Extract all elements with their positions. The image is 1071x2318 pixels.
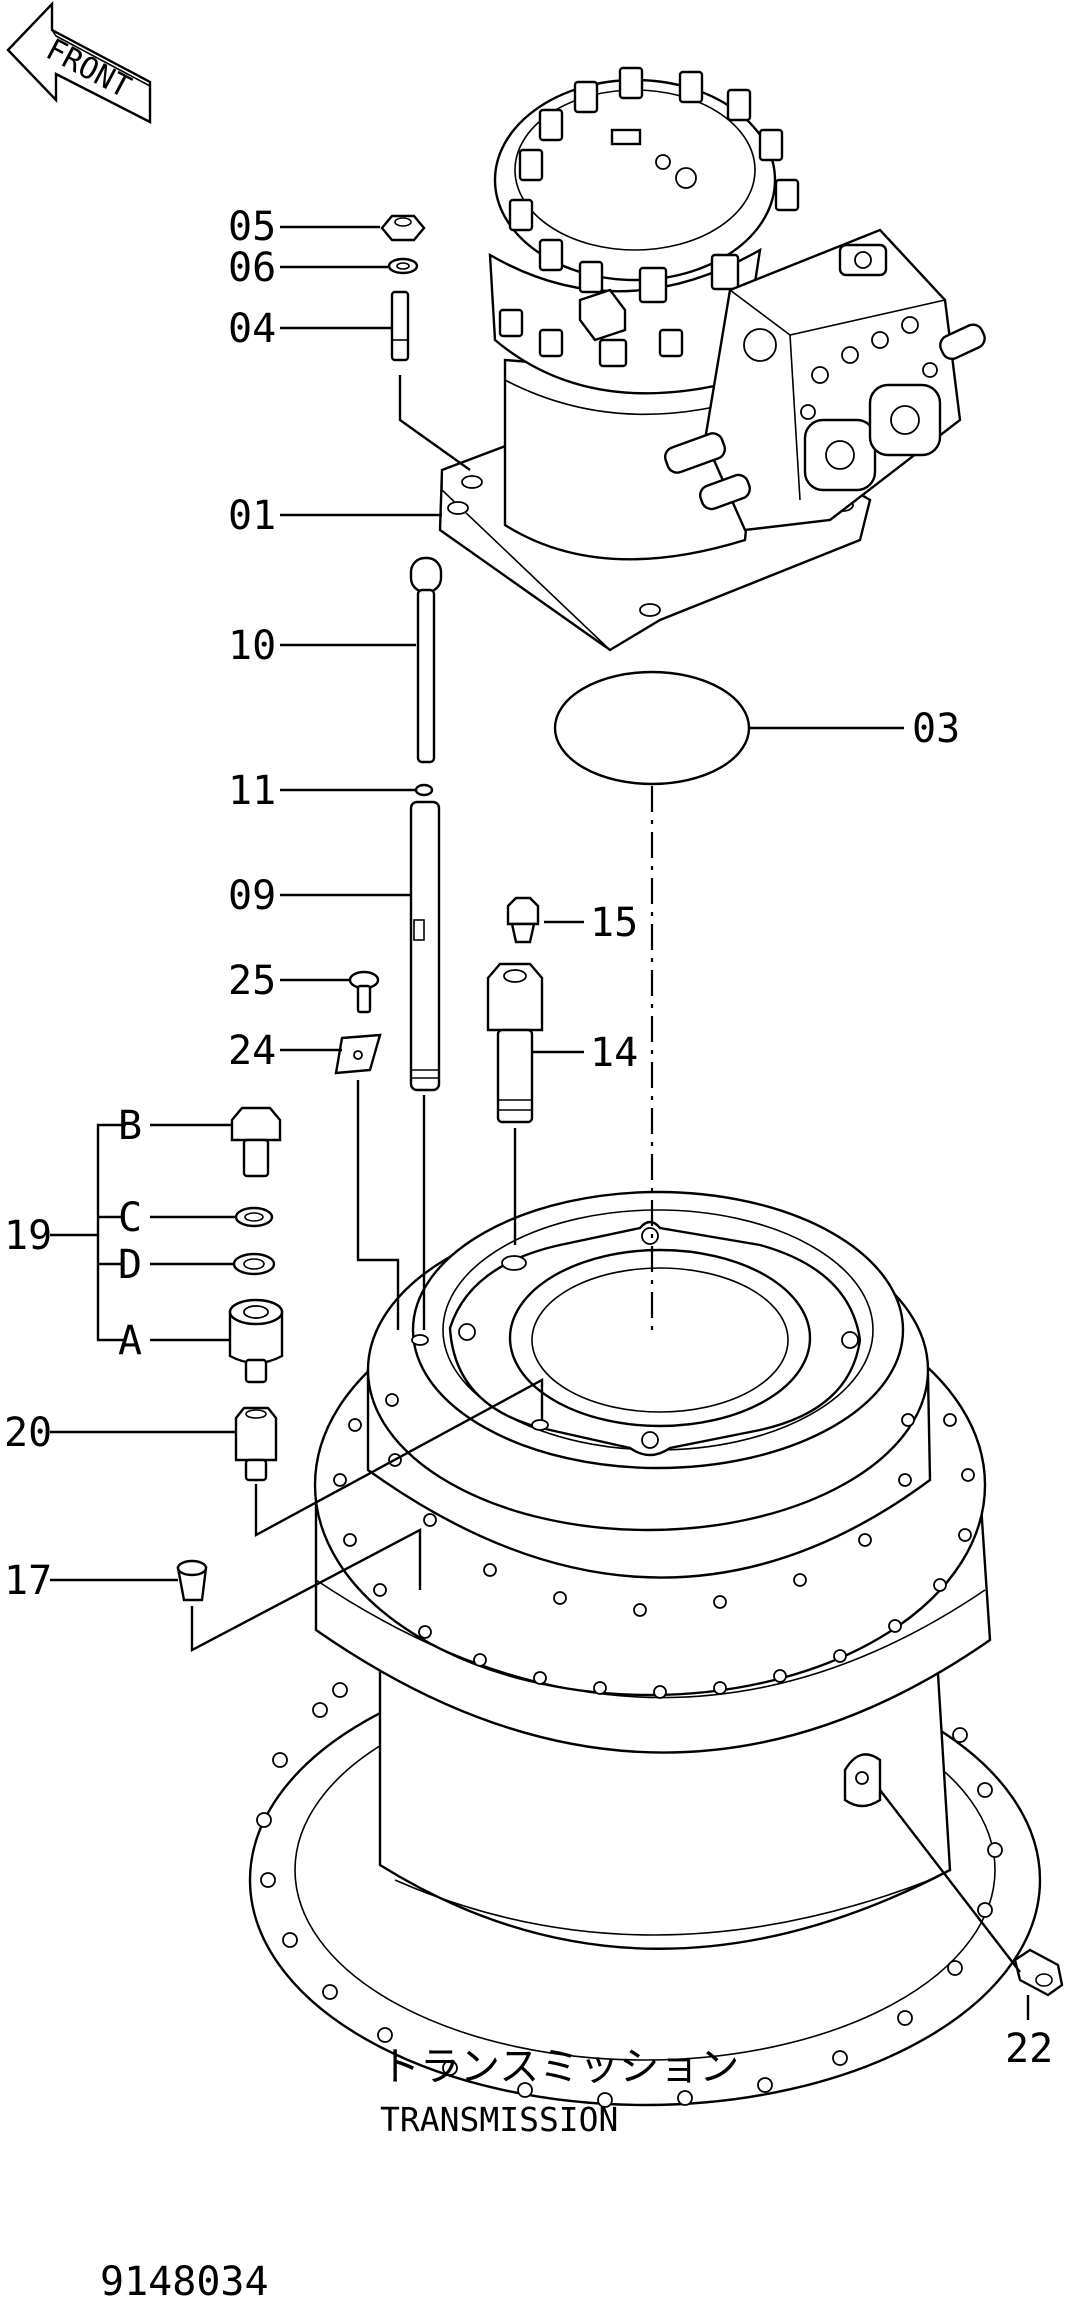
callout-20: 20 <box>4 1410 52 1456</box>
o-ring-11-icon <box>414 783 434 797</box>
caption-japanese: トランスミッション <box>380 2044 739 2090</box>
callout-17: 17 <box>4 1558 52 1604</box>
drawing-number: 9148034 <box>100 2259 269 2305</box>
transmission-housing-icon <box>248 1190 1042 2108</box>
callout-B: B <box>118 1103 142 1149</box>
callout-19: 19 <box>4 1213 52 1259</box>
callout-labels: 05 06 04 01 10 03 11 09 15 25 24 14 19 B… <box>4 204 1053 2072</box>
callout-C: C <box>118 1195 142 1241</box>
plug-17-icon <box>176 1559 208 1602</box>
adapter-20-icon <box>234 1406 278 1482</box>
stud-04-icon <box>390 290 410 362</box>
callout-A: A <box>118 1318 142 1364</box>
leader-lines <box>50 225 1030 2020</box>
guide-pipe-09-icon <box>409 800 441 1092</box>
callout-D: D <box>118 1242 142 1288</box>
callout-11: 11 <box>228 768 276 814</box>
bolt-B-icon <box>230 1106 282 1178</box>
assembly-lines <box>190 786 1021 1973</box>
boss-A-icon <box>228 1298 284 1384</box>
caption-english: TRANSMISSION <box>380 2100 618 2139</box>
plug-22-icon <box>1013 1948 1064 1997</box>
nut-05-icon <box>380 214 426 242</box>
bolt-25-icon <box>348 970 380 1014</box>
washer-06-icon <box>387 257 419 275</box>
callout-01: 01 <box>228 493 276 539</box>
callout-25: 25 <box>228 958 276 1004</box>
dipstick-10-icon <box>409 556 443 764</box>
washer-D-icon <box>232 1252 276 1276</box>
callout-04: 04 <box>228 306 276 352</box>
callout-03: 03 <box>912 706 960 752</box>
callout-10: 10 <box>228 623 276 669</box>
callout-22: 22 <box>1005 2026 1053 2072</box>
clamp-24-icon <box>334 1033 382 1075</box>
callout-06: 06 <box>228 245 276 291</box>
swing-motor-icon <box>438 66 986 652</box>
callout-09: 09 <box>228 873 276 919</box>
bracket-19 <box>96 1123 126 1342</box>
plug-15-icon <box>506 896 540 944</box>
callout-14: 14 <box>590 1030 638 1076</box>
front-arrow-icon: FRONT <box>6 1 152 124</box>
o-ring-03-icon <box>553 670 751 786</box>
ring-C-icon <box>234 1206 274 1228</box>
pipe-14-icon <box>486 962 544 1124</box>
callout-15: 15 <box>590 900 638 946</box>
callout-05: 05 <box>228 204 276 250</box>
callout-24: 24 <box>228 1028 276 1074</box>
leader-04-to-motor <box>398 375 471 471</box>
